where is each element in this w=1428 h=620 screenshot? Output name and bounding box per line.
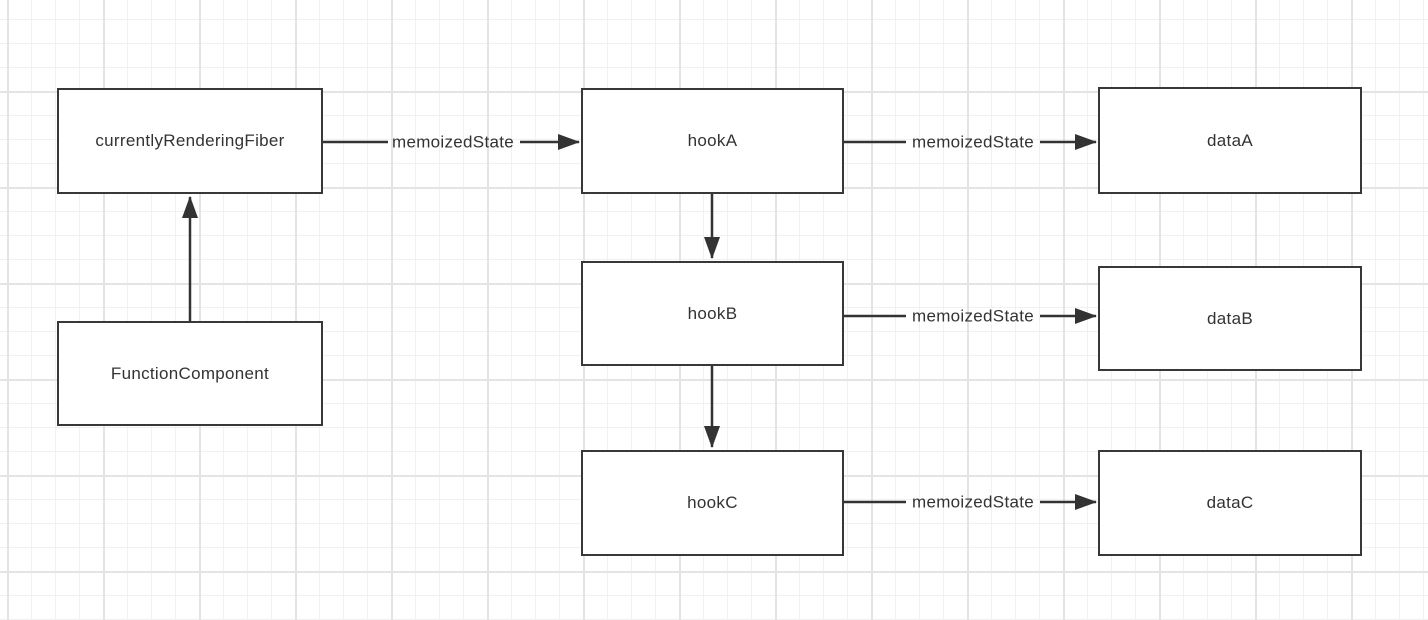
node-dataC[interactable]: dataC — [1098, 450, 1362, 556]
node-label: currentlyRenderingFiber — [95, 131, 285, 150]
node-hookB[interactable]: hookB — [581, 261, 844, 366]
edge-label-memoizedstate-hookB-dataB[interactable]: memoizedState — [911, 306, 1035, 326]
node-hookC[interactable]: hookC — [581, 450, 844, 556]
node-currently-rendering-fiber[interactable]: currentlyRenderingFiber — [57, 88, 323, 194]
edge-label-memoizedstate-fiber-hookA[interactable]: memoizedState — [391, 132, 515, 152]
node-hookA[interactable]: hookA — [581, 88, 844, 194]
edge-label-memoizedstate-hookC-dataC[interactable]: memoizedState — [911, 492, 1035, 512]
node-dataB[interactable]: dataB — [1098, 266, 1362, 371]
node-dataA[interactable]: dataA — [1098, 87, 1362, 194]
node-label: dataB — [1207, 308, 1253, 328]
node-label: FunctionComponent — [110, 363, 270, 383]
node-label: hookA — [687, 131, 738, 150]
node-label: dataC — [1206, 493, 1254, 512]
node-function-component[interactable]: FunctionComponent — [57, 321, 323, 426]
node-label: hookC — [687, 493, 738, 512]
node-label: hookB — [687, 303, 738, 323]
node-label: dataA — [1207, 130, 1253, 150]
edge-label-memoizedstate-hookA-dataA[interactable]: memoizedState — [911, 132, 1035, 152]
